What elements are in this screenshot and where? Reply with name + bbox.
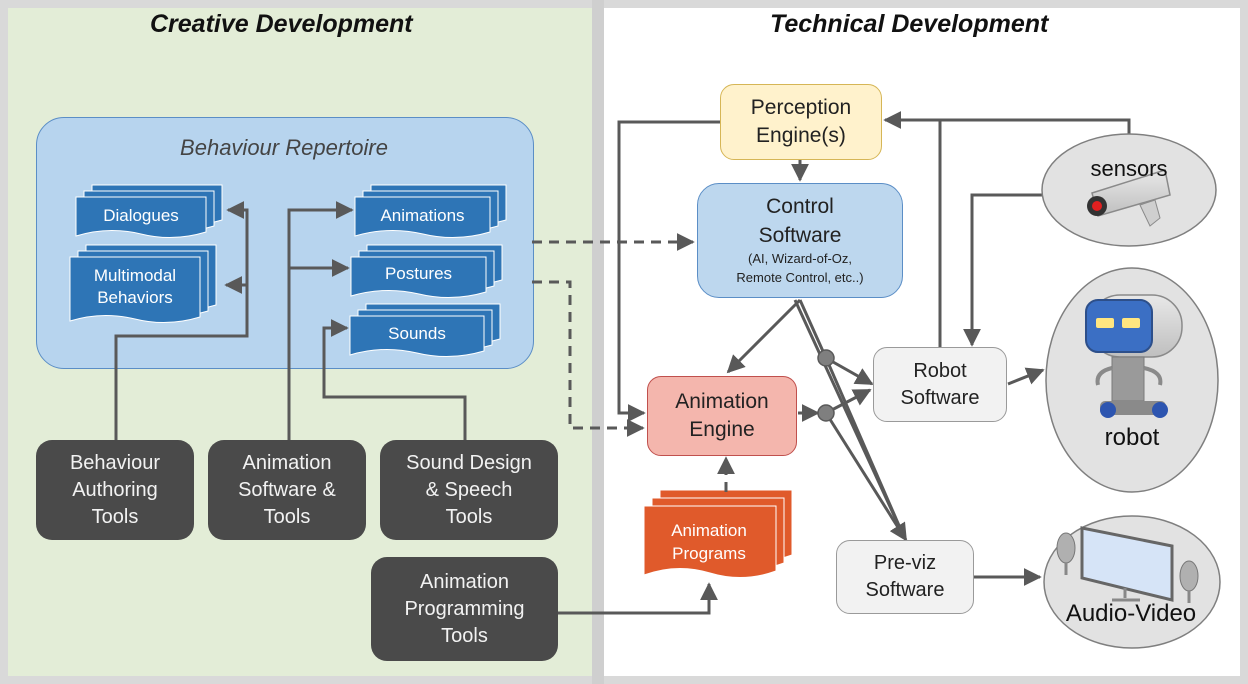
animation-programming-line2: Programming	[404, 597, 525, 620]
animation-software-line3: Tools	[263, 505, 311, 528]
robot-label: robot	[1104, 424, 1160, 451]
robot-icon	[1085, 294, 1183, 418]
junction-dot-lower	[817, 404, 835, 422]
sound-design-line3: Tools	[445, 505, 493, 528]
multimodal-doc-stack	[69, 244, 217, 324]
animation-programming-line1: Animation	[420, 570, 509, 593]
previz-software-box: Pre-viz Software	[836, 540, 974, 614]
multimodal-label-line2: Behaviors	[97, 288, 173, 307]
animations-doc-stack	[354, 184, 507, 239]
frame-border-right	[1240, 0, 1248, 684]
behaviour-authoring-tools-box: Behaviour Authoring Tools	[36, 440, 194, 540]
frame-border-top	[0, 0, 1248, 8]
perception-line1: Perception	[750, 95, 852, 119]
animation-engine-line1: Animation	[675, 389, 769, 413]
animation-software-line1: Animation	[242, 451, 332, 474]
sounds-doc-stack	[349, 303, 501, 358]
robot-software-box: Robot Software	[873, 347, 1007, 422]
sound-design-tools-box: Sound Design & Speech Tools	[380, 440, 558, 540]
animation-engine-box: Animation Engine	[647, 376, 797, 456]
robot-software-line2: Software	[900, 386, 980, 409]
animation-software-line2: Software &	[238, 478, 336, 501]
control-detail-line2: Remote Control, etc..)	[736, 269, 864, 285]
sound-design-line1: Sound Design	[406, 451, 532, 474]
animation-programs-label: Animation Programs	[644, 515, 774, 570]
perception-engine-box: Perception Engine(s)	[720, 84, 882, 160]
multimodal-label-line1: Multimodal	[93, 266, 177, 285]
dashed-connectors	[532, 233, 735, 492]
animation-programs-doc-stack	[643, 489, 793, 579]
sounds-label: Sounds	[388, 324, 446, 343]
technical-development-heading: Technical Development	[770, 10, 1049, 38]
camera-icon	[1087, 169, 1171, 227]
frame-border-bottom	[0, 676, 1248, 684]
junction-dot-upper	[817, 349, 835, 367]
behaviour-repertoire-title: Behaviour Repertoire	[180, 135, 388, 160]
behaviour-authoring-line1: Behaviour	[69, 451, 161, 474]
animation-engine-line2: Engine	[689, 418, 755, 441]
behaviour-authoring-line2: Authoring	[72, 478, 158, 501]
animations-label: Animations	[380, 206, 465, 225]
animation-software-tools-box: Animation Software & Tools	[208, 440, 366, 540]
sound-design-line2: & Speech	[425, 478, 513, 501]
previz-line1: Pre-viz	[873, 552, 937, 574]
control-line1: Control	[766, 195, 834, 219]
panel-divider	[592, 0, 604, 684]
control-software-box: Control Software (AI, Wizard-of-Oz, Remo…	[697, 183, 903, 298]
postures-doc-stack	[350, 244, 503, 299]
animation-programs-line1: Animation	[671, 521, 747, 541]
perception-line2: Engine(s)	[756, 124, 846, 147]
behaviour-authoring-line3: Tools	[91, 505, 139, 528]
robot-software-line1: Robot	[913, 359, 967, 382]
control-detail-line1: (AI, Wizard-of-Oz,	[747, 251, 852, 266]
dialogues-label: Dialogues	[103, 206, 179, 225]
creative-development-heading: Creative Development	[150, 10, 413, 38]
previz-line2: Software	[865, 579, 945, 601]
control-line2: Software	[758, 223, 842, 247]
animation-programming-tools-box: Animation Programming Tools	[371, 557, 558, 661]
dialogues-doc-stack	[75, 184, 223, 239]
animation-programming-line3: Tools	[441, 624, 488, 647]
frame-border-left	[0, 0, 8, 684]
sensors-label: sensors	[1090, 156, 1168, 181]
postures-label: Postures	[384, 264, 453, 283]
audio-video-label: Audio-Video	[1065, 600, 1197, 627]
speaker-icon-right	[1179, 560, 1199, 603]
animation-programs-line2: Programs	[672, 543, 746, 563]
screen-icon	[1080, 526, 1174, 602]
connectors	[114, 111, 1131, 615]
speaker-icon-left	[1056, 532, 1076, 575]
